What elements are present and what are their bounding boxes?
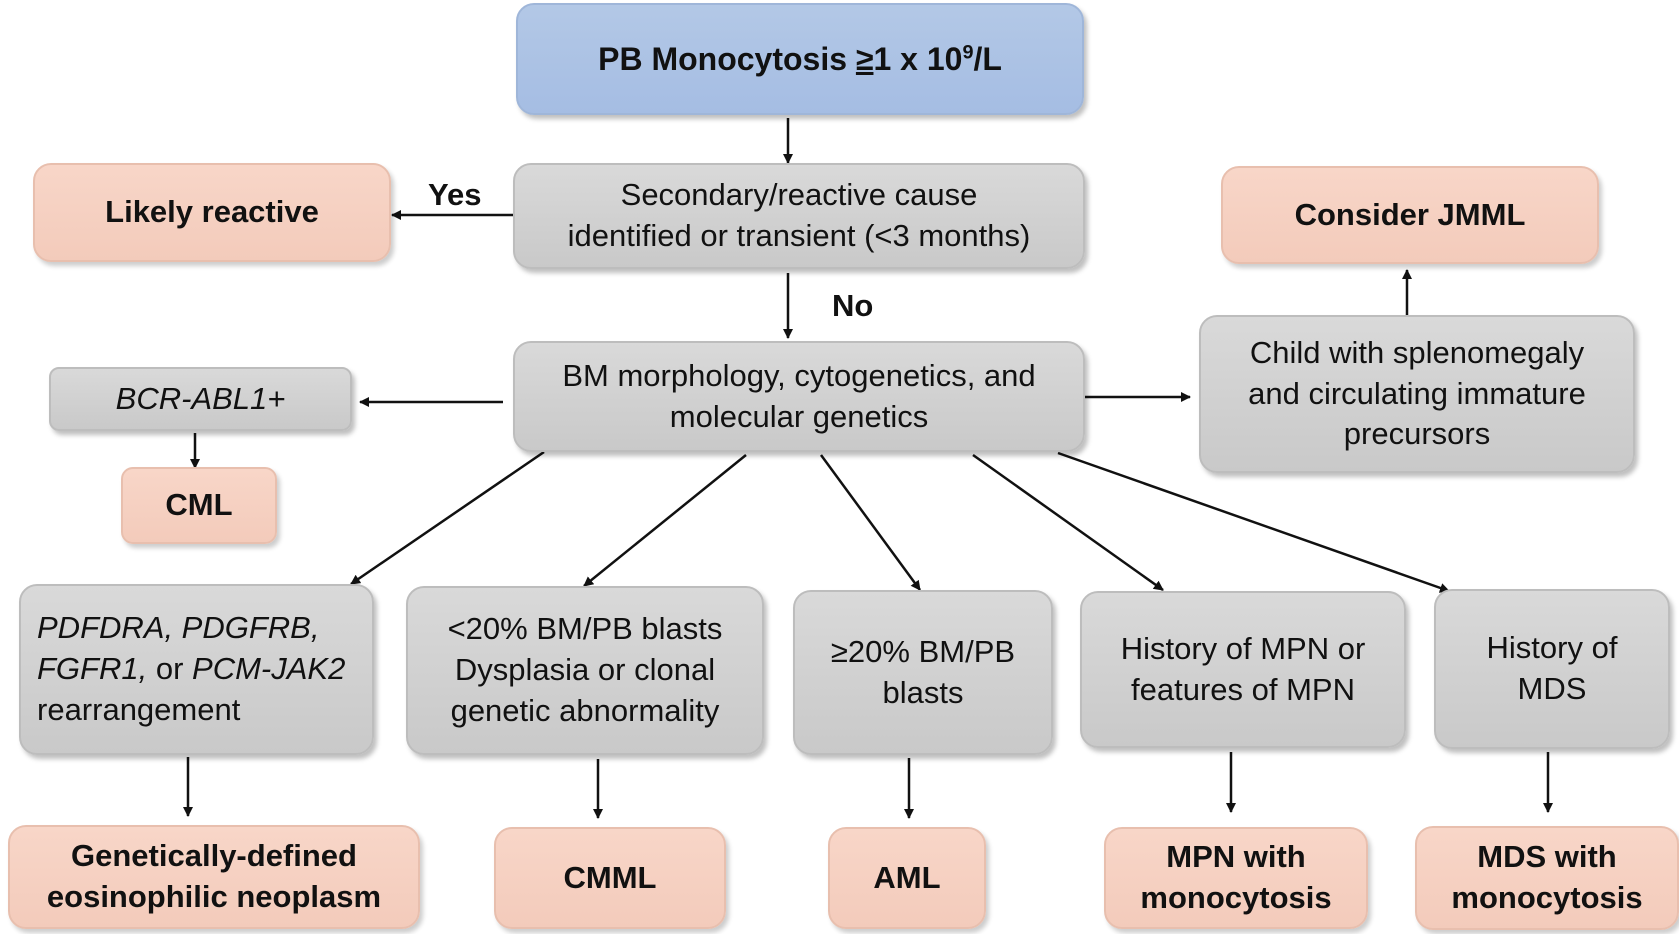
monocytosis-start-box: PB Monocytosis ≥1 x 109/L — [516, 3, 1084, 115]
cmml-box: CMML — [494, 827, 726, 929]
bm-workup-box: BM morphology, cytogenetics, and molecul… — [513, 341, 1085, 452]
reactive-cause-line1: Secondary/reactive cause — [620, 177, 978, 213]
arrow-bm-to-mpn — [972, 453, 1164, 592]
bcr-abl-text: BCR-ABL1+ — [115, 380, 286, 416]
no-label: No — [832, 288, 874, 323]
yes-label: Yes — [428, 177, 482, 212]
blasts-lt20-box: <20% BM/PB blasts Dysplasia or clonal ge… — [406, 586, 764, 755]
rearrangement-box: PDFDRA, PDGFRB, FGFR1, or PCM-JAK2 rearr… — [19, 584, 374, 755]
rearrangement-line2: FGFR1, or PCM-JAK2 — [37, 651, 346, 687]
mds-monocytosis-line2: monocytosis — [1451, 880, 1643, 915]
bcr-abl-box: BCR-ABL1+ — [49, 367, 352, 431]
blasts-ge20-line1: ≥20% BM/PB — [830, 633, 1016, 669]
eosinophilic-line1: Genetically-defined — [71, 838, 357, 874]
monocytosis-start-text: PB Monocytosis ≥1 x 109/L — [598, 40, 1002, 77]
likely-reactive-text: Likely reactive — [105, 194, 319, 230]
mds-monocytosis-box: MDS with monocytosis — [1415, 826, 1679, 930]
blasts-lt20-line1: <20% BM/PB blasts — [447, 611, 723, 647]
consider-jmml-text: Consider JMML — [1294, 196, 1526, 232]
arrow-bm-to-mds — [1057, 451, 1450, 593]
mpn-monocytosis-line2: monocytosis — [1140, 880, 1332, 915]
blasts-lt20-line2: Dysplasia or clonal — [454, 652, 716, 688]
arrow-bm-to-blasts-ge20 — [819, 454, 922, 591]
mpn-history-box: History of MPN or features of MPN — [1080, 591, 1406, 748]
bm-workup-line1: BM morphology, cytogenetics, and — [562, 357, 1036, 393]
mpn-monocytosis-box: MPN with monocytosis — [1104, 827, 1368, 929]
child-line1: Child with splenomegaly — [1249, 334, 1585, 370]
cml-text: CML — [165, 487, 233, 523]
arrow-bm-to-rearrangement — [350, 450, 545, 586]
aml-text: AML — [873, 859, 941, 895]
rearrangement-line3: rearrangement — [37, 691, 241, 727]
reactive-cause-box: Secondary/reactive cause identified or t… — [513, 163, 1085, 269]
likely-reactive-box: Likely reactive — [33, 163, 391, 262]
bm-workup-line2: molecular genetics — [669, 398, 929, 434]
mds-monocytosis-line1: MDS with — [1477, 839, 1617, 875]
child-line2: and circulating immature — [1248, 375, 1586, 411]
child-line3: precursors — [1343, 416, 1491, 452]
reactive-cause-line2: identified or transient (<3 months) — [567, 218, 1031, 253]
mpn-history-line1: History of MPN or — [1120, 630, 1366, 666]
consider-jmml-box: Consider JMML — [1221, 166, 1599, 264]
arrow-bm-to-blasts-lt20 — [583, 454, 747, 587]
mds-history-line1: History of — [1486, 630, 1618, 666]
mds-history-box: History of MDS — [1434, 589, 1670, 749]
cml-box: CML — [121, 467, 277, 544]
mds-history-line2: MDS — [1517, 671, 1587, 706]
eosinophilic-line2: eosinophilic neoplasm — [46, 879, 382, 914]
blasts-lt20-line3: genetic abnormality — [450, 692, 720, 728]
eosinophilic-neoplasm-box: Genetically-defined eosinophilic neoplas… — [8, 825, 420, 929]
rearrangement-line1: PDFDRA, PDGFRB, — [37, 610, 320, 646]
child-splenomegaly-box: Child with splenomegaly and circulating … — [1199, 315, 1635, 473]
blasts-ge20-box: ≥20% BM/PB blasts — [793, 590, 1053, 755]
cmml-text: CMML — [563, 859, 657, 895]
blasts-ge20-line2: blasts — [882, 674, 964, 710]
aml-box: AML — [828, 827, 986, 929]
mpn-history-line2: features of MPN — [1131, 671, 1355, 707]
mpn-monocytosis-line1: MPN with — [1166, 839, 1306, 875]
